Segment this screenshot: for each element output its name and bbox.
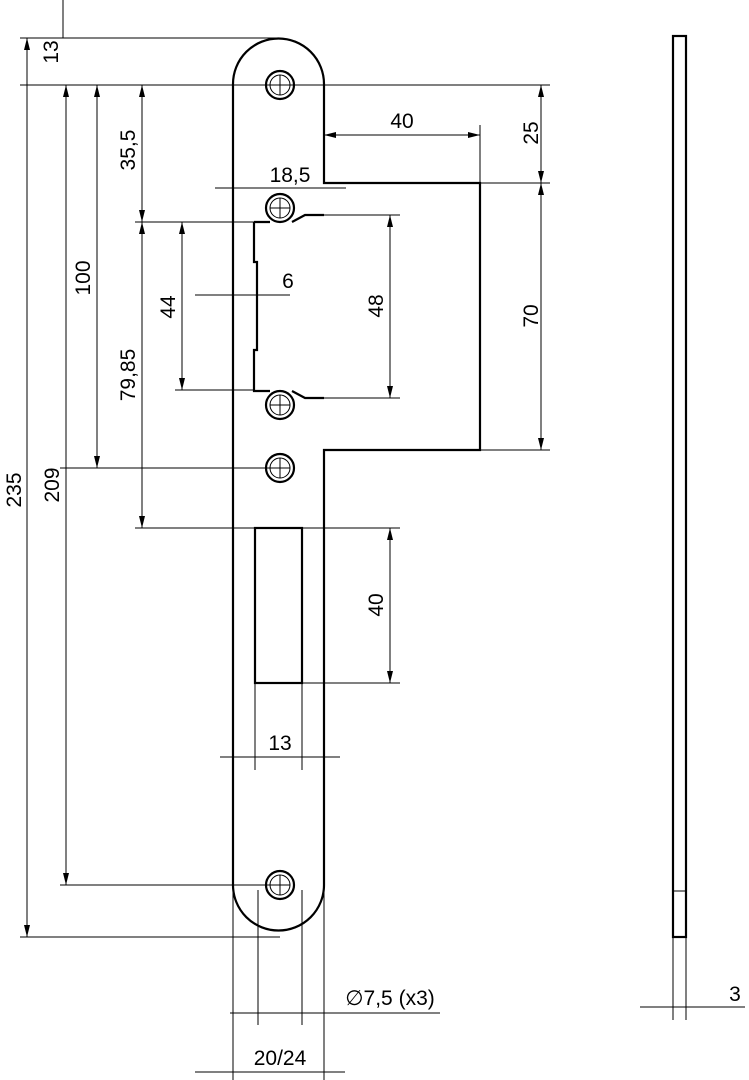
side-view <box>671 34 688 939</box>
dimension-labels: 235 13 209 100 35,5 79,85 44 48 40 40 18… <box>3 40 741 1070</box>
dim-40-slot: 40 <box>365 593 388 616</box>
dim-3: 3 <box>729 983 741 1006</box>
strike-opening <box>252 213 324 400</box>
dim-44: 44 <box>157 295 180 319</box>
screw-hole-icon <box>264 192 296 224</box>
dim-70: 70 <box>520 304 543 327</box>
dimension-lines <box>24 0 745 1073</box>
dim-13-top: 13 <box>40 40 63 63</box>
bolt-slot <box>253 526 304 685</box>
screw-hole-icon <box>264 389 296 421</box>
dim-235: 235 <box>3 472 26 507</box>
dim-48: 48 <box>365 294 388 317</box>
dim-35-5: 35,5 <box>117 130 140 171</box>
dim-6: 6 <box>282 270 294 293</box>
dim-79-85: 79,85 <box>117 349 140 402</box>
screw-holes <box>264 69 296 901</box>
dim-100: 100 <box>72 260 95 295</box>
dim-40-lip: 40 <box>390 110 413 133</box>
dim-209: 209 <box>41 467 64 502</box>
dim-hole-diameter: ∅7,5 (x3) <box>345 987 435 1010</box>
extension-lines <box>20 37 687 1080</box>
dim-20-24: 20/24 <box>254 1047 307 1070</box>
dim-25: 25 <box>520 121 543 144</box>
dim-13-slot: 13 <box>268 732 291 755</box>
dim-18-5: 18,5 <box>270 164 311 187</box>
